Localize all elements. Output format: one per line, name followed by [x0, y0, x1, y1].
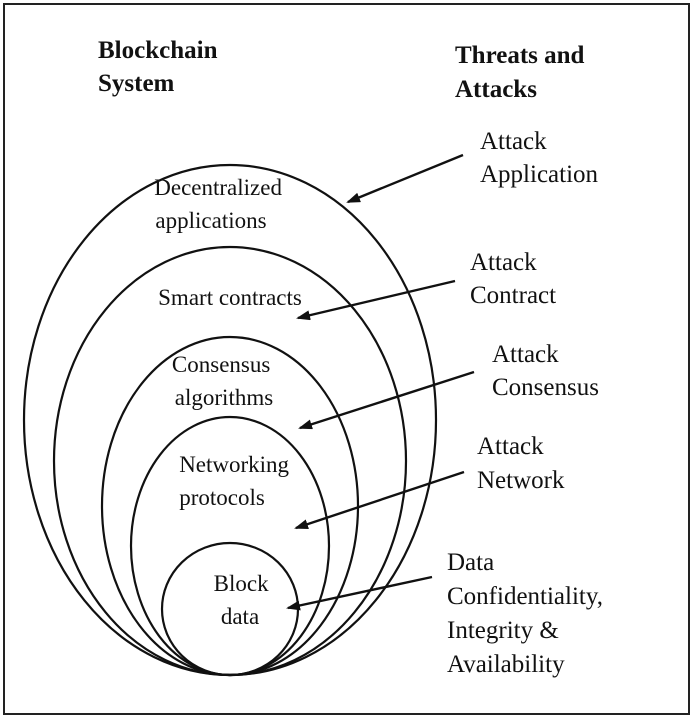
arrow-attack-network	[294, 470, 465, 530]
threat-label-line: Confidentiality,	[447, 583, 603, 610]
threat-label-network: Attack Network	[477, 433, 565, 494]
arrow-attack-data	[286, 575, 433, 611]
layer-label-line: applications	[155, 208, 266, 233]
threat-label-contract: Attack Contract	[470, 249, 556, 309]
layer-label-line: algorithms	[175, 385, 273, 410]
threat-label-line: Network	[477, 467, 565, 494]
layer-label-applications: Decentralized applications	[154, 175, 287, 233]
layer-label-networking: Networking protocols	[179, 452, 295, 510]
threats-attacks-heading: Threats and Attacks	[455, 42, 591, 103]
layer-label-block-data: Block data	[214, 571, 275, 629]
arrow-attack-application	[346, 153, 464, 204]
heading-right-line-1: Threats and	[455, 42, 585, 69]
layer-label-line: Block	[214, 571, 269, 596]
threat-label-line: Availability	[447, 651, 565, 678]
diagram-frame	[3, 3, 690, 715]
layer-label-line: Consensus	[172, 352, 270, 377]
layer-label-line: protocols	[179, 485, 265, 510]
threat-label-line: Attack	[480, 128, 547, 155]
layer-label-line: Smart contracts	[158, 285, 302, 310]
layer-label-consensus: Consensus algorithms	[172, 352, 276, 410]
layer-label-line: data	[221, 604, 259, 629]
layer-label-line: Networking	[179, 452, 289, 477]
threat-label-application: Attack Application	[480, 128, 599, 188]
threat-label-data-cia: Data Confidentiality, Integrity & Availa…	[447, 549, 609, 678]
threat-label-line: Consensus	[492, 374, 599, 401]
blockchain-system-heading: Blockchain System	[98, 37, 224, 97]
threat-label-consensus: Attack Consensus	[492, 341, 599, 401]
threat-label-line: Attack	[477, 433, 544, 460]
threat-label-line: Attack	[492, 341, 559, 368]
heading-left-line-2: System	[98, 70, 175, 97]
layer-label-smart-contracts: Smart contracts	[158, 285, 302, 310]
heading-right-line-2: Attacks	[455, 76, 537, 103]
threat-label-line: Integrity &	[447, 617, 559, 644]
arrow-attack-contract	[296, 279, 456, 321]
layer-label-line: Decentralized	[154, 175, 282, 200]
threat-label-line: Data	[447, 549, 494, 576]
threat-label-line: Contract	[470, 282, 556, 309]
arrow-attack-consensus	[298, 370, 475, 430]
threat-label-line: Application	[480, 161, 599, 188]
layer-ring-applications	[22, 163, 438, 677]
threat-label-line: Attack	[470, 249, 537, 276]
heading-left-line-1: Blockchain	[98, 37, 218, 64]
